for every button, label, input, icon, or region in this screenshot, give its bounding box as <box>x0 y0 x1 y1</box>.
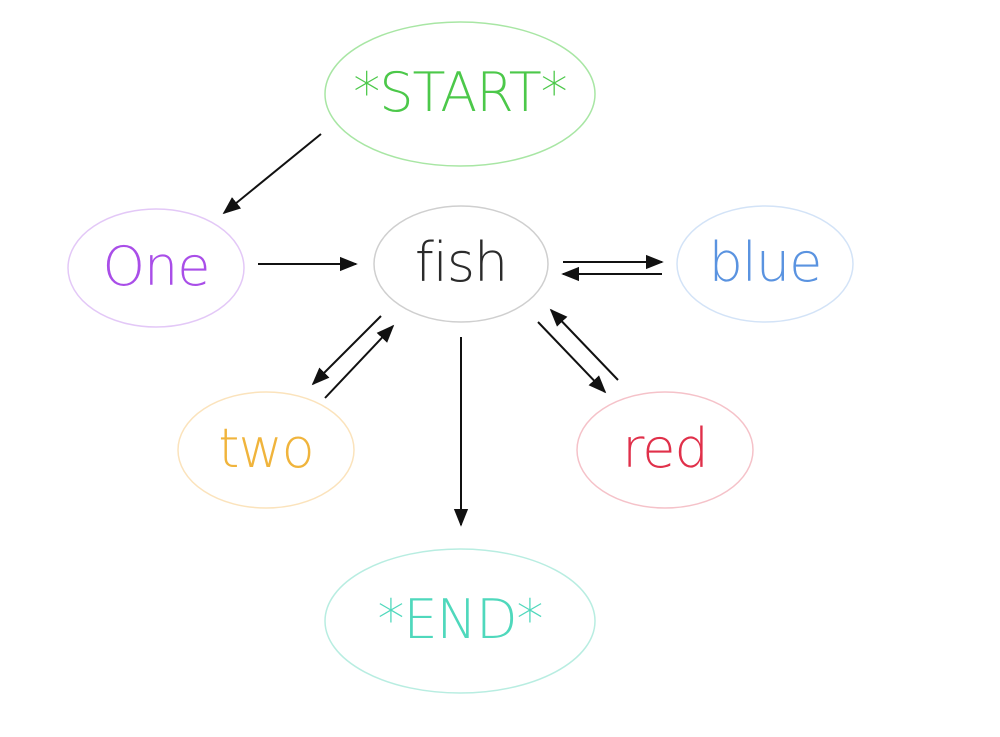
node-red: red <box>576 391 754 509</box>
node-blue: blue <box>676 205 854 323</box>
edge-start-to-one <box>222 133 322 215</box>
node-two-label: two <box>218 417 313 480</box>
node-start-label: *START* <box>353 61 567 124</box>
node-end-ellipse <box>324 548 596 694</box>
edge-two-to-fish <box>324 324 395 399</box>
node-red-ellipse <box>576 391 754 509</box>
node-one-label: One <box>103 235 210 298</box>
node-two-ellipse <box>177 391 355 509</box>
node-one-ellipse <box>67 208 245 328</box>
node-red-label: red <box>622 417 708 480</box>
edge-fish-to-two <box>311 315 382 386</box>
node-start-ellipse <box>324 21 596 167</box>
node-end-label: *END* <box>377 588 542 651</box>
node-end: *END* <box>324 548 596 694</box>
edges <box>222 133 664 527</box>
node-blue-label: blue <box>709 231 822 294</box>
node-fish-ellipse <box>373 205 549 323</box>
edge-red-to-fish <box>549 308 619 381</box>
node-one: One <box>67 208 245 328</box>
node-start: *START* <box>324 21 596 167</box>
node-two: two <box>177 391 355 509</box>
edge-fish-to-red <box>537 321 607 394</box>
node-fish: fish <box>373 205 549 323</box>
node-fish-label: fish <box>415 231 507 294</box>
node-blue-ellipse <box>676 205 854 323</box>
